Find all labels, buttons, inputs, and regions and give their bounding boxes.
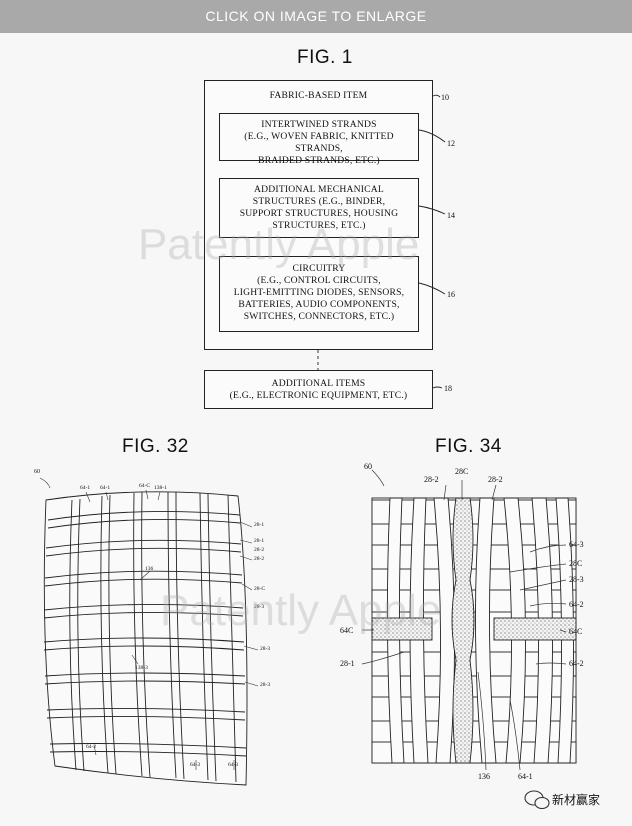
fig32-label-top1: 64-1 [80,485,91,491]
fig34-leaders [361,469,567,771]
fig32-title: FIG. 32 [122,436,189,457]
fig34-label-136: 136 [478,772,490,781]
fig34-label-64-1: 64-1 [518,772,533,781]
intertwined-strands-text: INTERTWINED STRANDS (E.G., WOVEN FABRIC,… [244,119,394,166]
additional-items-box: ADDITIONAL ITEMS (E.G., ELECTRONIC EQUIP… [204,370,433,409]
fig34-label-28-2-right: 28-2 [488,475,503,484]
fabric-based-item-label: FABRIC-BASED ITEM [269,90,368,101]
fig34-label-28-2-left: 28-2 [424,475,439,484]
ref-18: 18 [444,384,452,393]
fig34-label-60: 60 [364,462,372,471]
circuitry-text: CIRCUITRY (E.G., CONTROL CIRCUITS, LIGHT… [233,263,405,322]
additional-items-text: ADDITIONAL ITEMS (E.G., ELECTRONIC EQUIP… [229,378,408,401]
fig34-title: FIG. 34 [435,436,502,457]
fig34-label-64C-right: 64C [569,627,583,636]
fig34-label-28C-top: 28C [455,467,469,476]
fig32-label-top2: 64-1 [100,485,111,491]
fig32-label-136: 136 [145,566,154,572]
wechat-logo-icon [524,790,550,810]
ref-12: 12 [447,139,455,148]
fig32-label-r3: 28-2 [254,547,265,553]
fig32-label-r6: 28-3 [254,604,265,610]
fig32-fabric [43,491,248,786]
circuitry-box: CIRCUITRY (E.G., CONTROL CIRCUITS, LIGHT… [219,256,419,332]
badge-text: 新材赢家 [552,793,601,807]
fig34-label-28-1: 28-1 [340,659,355,668]
fig34-label-64-3: 64-3 [569,540,584,549]
fig34-label-28-3: 28-3 [569,575,584,584]
mechanical-structures-box: ADDITIONAL MECHANICAL STRUCTURES (E.G., … [219,178,419,238]
ref-16: 16 [447,290,455,299]
fig32-leaders [39,477,259,770]
fig32-label-r2: 28-1 [254,538,265,544]
fig34-label-28C-right: 28C [569,559,583,568]
click-to-enlarge-banner[interactable]: CLICK ON IMAGE TO ENLARGE [0,0,632,33]
fig32-label-top3: 64-C [139,483,150,489]
fig34-weave [371,497,577,764]
fig32-label-b2: 64-3 [190,762,201,768]
mechanical-structures-text: ADDITIONAL MECHANICAL STRUCTURES (E.G., … [239,184,399,231]
ref-10: 10 [441,93,449,102]
fig34-label-64-2-lower: 64-2 [569,659,584,668]
fig34-label-64C-left: 64C [340,626,354,635]
fig32-label-r4: 28-2 [254,556,265,562]
intertwined-strands-box: INTERTWINED STRANDS (E.G., WOVEN FABRIC,… [219,113,419,166]
fig32-label-b3: 64-3 [228,762,239,768]
fig32-label-r8: 28-3 [260,682,271,688]
fig34-label-64-2-upper: 64-2 [569,600,584,609]
fig32-label-top4: 138-1 [154,485,167,491]
fig32-label-138-3: 138-3 [135,665,148,671]
fig1-title: FIG. 1 [297,47,353,68]
fig32-label-r7: 28-3 [260,646,271,652]
ref-14: 14 [447,211,455,220]
fig32-label-r1: 28-1 [254,522,265,528]
fig32-label-r5: 28-C [254,586,265,592]
fig32-label-b1: 64-2 [86,744,97,750]
fig32-label-60: 60 [34,469,40,475]
fig1-connectors [317,94,446,389]
